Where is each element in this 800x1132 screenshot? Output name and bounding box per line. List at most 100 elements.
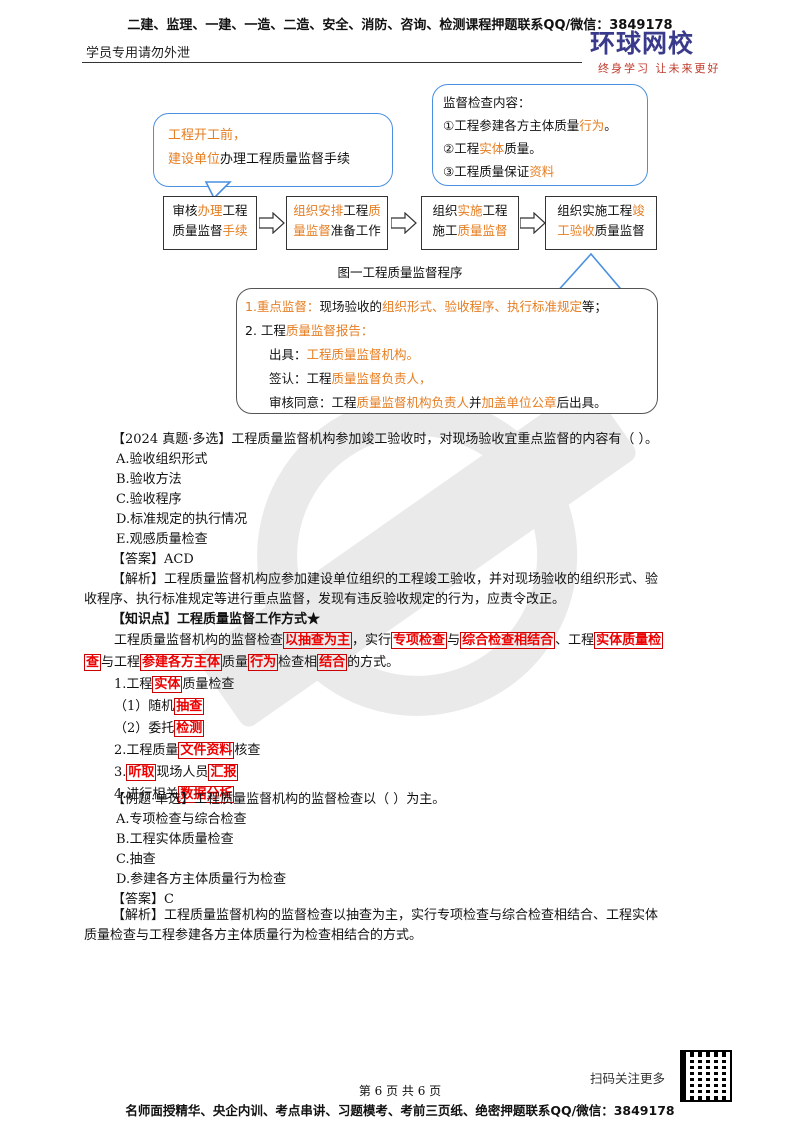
step-box-3: 组织实施工程 施工质量监督 — [421, 196, 519, 250]
step2-e: 准备工作 — [330, 223, 381, 238]
flow-arrow-1 — [259, 212, 285, 234]
q1-option-e: E.观感质量检查 — [116, 532, 208, 547]
question-2: 【例题·单选】工程质量监督机构的监督检查以（ ）为主。 A.专项检查与综合检查 … — [112, 790, 732, 910]
question-1: 【2024 真题·多选】工程质量监督机构参加竣工验收时，对现场验收宜重点监督的内… — [112, 430, 732, 570]
kp-mark: 参建各方主体 — [140, 654, 223, 671]
item2-highlight: 实体 — [479, 141, 505, 156]
item1-text: ①工程参建各方主体质量 — [443, 118, 580, 133]
q1-analysis-line1: 【解析】工程质量监督机构应参加建设单位组织的工程竣工验收，并对现场验收的组织形式… — [112, 572, 659, 587]
kp-item-text: 质量检查 — [182, 677, 235, 692]
q2-stem: 【例题·单选】工程质量监督机构的监督检查以（ ）为主。 — [112, 792, 446, 807]
q1-option-c: C.验收程序 — [116, 492, 182, 507]
step1-e: 手续 — [222, 223, 248, 238]
q2-analysis-line1: 【解析】工程质量监督机构的监督检查以抽查为主，实行专项检查与综合检查相结合、工程… — [112, 908, 659, 923]
step1-a: 审核 — [172, 203, 198, 218]
q1-option-a: A.验收组织形式 — [116, 452, 208, 467]
step4-a: 组织实施工程 — [557, 203, 633, 218]
header-divider — [82, 62, 582, 63]
q1-option-b: B.验收方法 — [116, 472, 182, 487]
flow-arrow-3 — [520, 212, 546, 234]
kp-item-text: 现场人员 — [156, 765, 209, 780]
q2-answer: 【答案】C — [112, 892, 174, 907]
procedure-text: 办理工程质量监督手续 — [220, 152, 351, 167]
report-label: 2. 工程 — [245, 323, 286, 338]
kp-mark: 综合检查相结合 — [460, 632, 556, 649]
kp-text: ，实行 — [352, 633, 392, 648]
step3-a: 组织 — [432, 203, 458, 218]
item1-end: 。 — [604, 118, 617, 133]
kp-text: 的方式。 — [347, 655, 400, 670]
kp-mark: 查 — [84, 654, 102, 671]
q2-analysis-line2: 质量检查与工程参建各方主体质量行为检查相结合的方式。 — [84, 928, 423, 943]
q2-option-c: C.抽查 — [116, 852, 156, 867]
kp-text: 、工程 — [555, 633, 595, 648]
step-box-1: 审核办理工程 质量监督手续 — [163, 196, 257, 250]
step2-b: 工程 — [343, 203, 369, 218]
kp-item-text: 2.工程质量 — [114, 743, 179, 758]
approve-and: 并 — [469, 395, 482, 410]
kp-text: 与 — [447, 633, 461, 648]
callout-left-line1: 工程开工前， — [168, 128, 247, 143]
kp-mark: 抽查 — [174, 698, 205, 715]
kp-text: 与工程 — [101, 655, 141, 670]
kp-mark: 数据分析 — [178, 786, 235, 803]
kp-item-text: 1.工程 — [114, 677, 153, 692]
item3-highlight: 资料 — [529, 164, 555, 179]
kp-mark: 实体 — [152, 676, 183, 693]
step-box-2: 组织安排工程质 量监督准备工作 — [286, 196, 388, 250]
logo-text: 环球网校 — [590, 29, 695, 58]
key-text: 现场验收的 — [319, 299, 382, 314]
kp-mark: 结合 — [317, 654, 348, 671]
step1-d: 质量监督 — [172, 223, 223, 238]
step2-a: 组织安排 — [293, 203, 344, 218]
kp-text: 质量 — [222, 655, 249, 670]
q1-answer: 【答案】ACD — [112, 552, 194, 567]
page-number: 第 6 页 共 6 页 — [358, 1084, 442, 1098]
step1-c: 工程 — [222, 203, 248, 218]
kp-mark: 专项检查 — [391, 632, 448, 649]
item3-text: ③工程质量保证 — [443, 164, 530, 179]
kp-item-text: 4.进行相关 — [114, 787, 179, 802]
q2-option-b: B.工程实体质量检查 — [116, 832, 234, 847]
scan-follow-text: 扫码关注更多 — [590, 1071, 666, 1086]
step-box-4: 组织实施工程竣 工验收质量监督 — [545, 196, 657, 250]
step4-d: 工验收 — [557, 223, 595, 238]
kp-mark: 听取 — [126, 764, 157, 781]
q1-analysis-line2: 收程序、执行标准规定等进行重点监督，发现有违反验收规定的行为，应责令改正。 — [84, 592, 566, 607]
kp-text: 检查相 — [278, 655, 318, 670]
kp-text: 工程质量监督机构的监督检查 — [114, 633, 284, 648]
q1-analysis: 【解析】工程质量监督机构应参加建设单位组织的工程竣工验收，并对现场验收的组织形式… — [84, 570, 744, 610]
report-highlight: 质量监督报告： — [285, 323, 374, 338]
kp-mark: 行为 — [248, 654, 279, 671]
knowledge-point-title: 【知识点】工程质量监督工作方式★ — [112, 612, 321, 627]
approve-seal: 加盖单位公章 — [481, 395, 557, 410]
kp-item-text: （1）随机 — [114, 699, 175, 714]
kp-mark: 以抽查为主 — [283, 632, 353, 649]
callout-before-start: 工程开工前， 建设单位办理工程质量监督手续 — [153, 113, 393, 187]
callout-inspection-content: 监督检查内容： ①工程参建各方主体质量行为。 ②工程实体质量。 ③工程质量保证资… — [432, 84, 648, 186]
kp-mark: 实体质量检 — [594, 632, 664, 649]
approve-value: 质量监督机构负责人 — [356, 395, 470, 410]
qr-code[interactable] — [680, 1050, 732, 1102]
q2-option-d: D.参建各方主体质量行为检查 — [116, 872, 287, 887]
watermark-logo — [198, 385, 636, 727]
step2-d: 量监督 — [293, 223, 331, 238]
q2-option-a: A.专项检查与综合检查 — [116, 812, 247, 827]
knowledge-point-body: 工程质量监督机构的监督检查以抽查为主，实行专项检查与综合检查相结合、工程实体质量… — [84, 630, 764, 806]
bottom-banner: 名师面授精华、央企内训、考点串讲、习题模考、考前三页纸、绝密押题联系QQ/微信：… — [125, 1103, 675, 1118]
logo-slogan: 终身学习 让未来更好 — [598, 62, 721, 75]
top-banner: 二建、监理、一建、一造、二造、安全、消防、咨询、检测课程押题联系QQ/微信：38… — [127, 18, 673, 33]
sign-value: 质量监督负责人， — [331, 371, 432, 386]
step2-c: 质 — [368, 203, 381, 218]
q1-option-d: D.标准规定的执行情况 — [116, 512, 248, 527]
kp-mark: 文件资料 — [178, 742, 235, 759]
kp-mark: 汇报 — [208, 764, 239, 781]
inspection-title: 监督检查内容： — [443, 95, 531, 110]
flow-arrow-2 — [391, 212, 417, 234]
step1-b: 办理 — [197, 203, 223, 218]
issue-label: 出具： — [269, 347, 307, 362]
q1-stem: 【2024 真题·多选】工程质量监督机构参加竣工验收时，对现场验收宜重点监督的内… — [112, 432, 658, 447]
item1-highlight: 行为 — [579, 118, 605, 133]
brand-logo: 环球网校 终身学习 让未来更好 — [590, 30, 730, 80]
kp-item-text: （2）委托 — [114, 721, 175, 736]
